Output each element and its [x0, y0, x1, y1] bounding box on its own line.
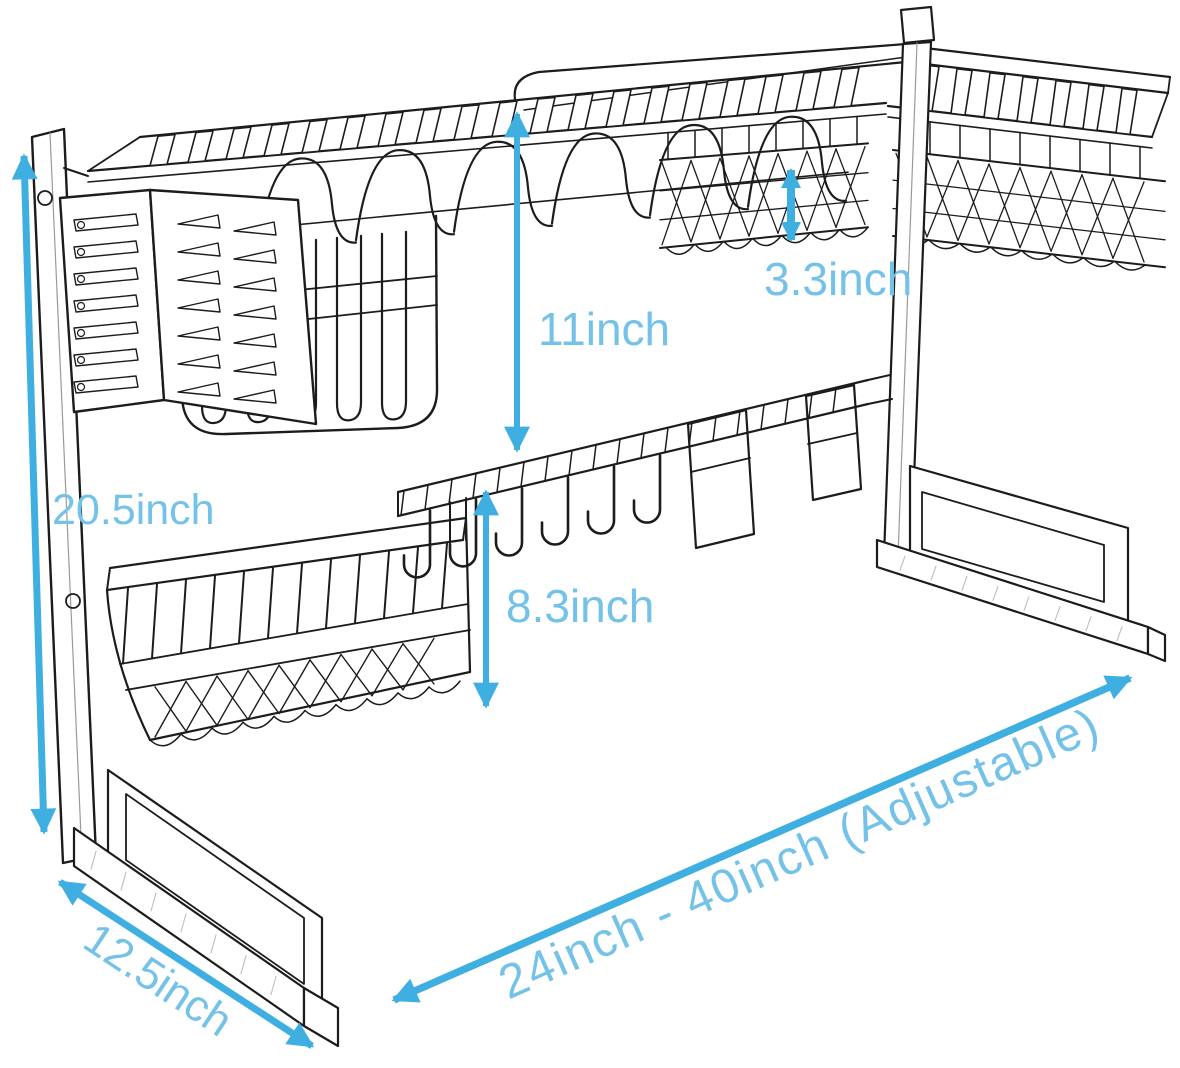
- dish-divider-wires: [249, 115, 849, 250]
- width-arrow: [391, 674, 1133, 1004]
- hook-rail: [396, 374, 893, 579]
- cutlery-basket-right: [892, 117, 1166, 271]
- cutting-board-holder: [686, 383, 863, 550]
- utensil-holder: [58, 188, 318, 426]
- width-range-label: 24inch - 40inch (Adjustable): [491, 698, 1108, 1010]
- upper-clearance-label: 11inch: [538, 303, 670, 355]
- basket-depth-label: 3.3inch: [764, 253, 912, 305]
- lower-basket: [105, 516, 472, 747]
- cutlery-basket-left: [659, 115, 869, 255]
- right-post: [882, 5, 936, 558]
- plate-slats: [149, 66, 860, 167]
- s-hooks: [402, 454, 662, 579]
- height-arrow: [11, 153, 57, 835]
- lower-clearance-label: 8.3inch: [506, 580, 654, 632]
- top-shelf: [63, 42, 1172, 183]
- depth-arrow: [57, 879, 315, 1049]
- screw-icon: [65, 593, 81, 609]
- rack-line-art: [30, 5, 1172, 1048]
- right-base: [875, 464, 1167, 663]
- height-label: 20.5inch: [52, 486, 215, 534]
